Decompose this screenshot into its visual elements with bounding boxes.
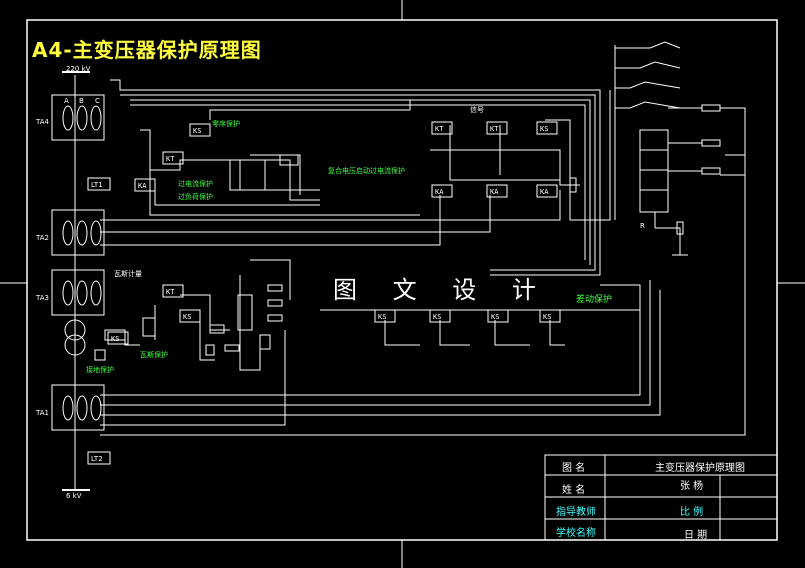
title-block-grid: [544, 454, 778, 541]
label-phase-c: C: [95, 97, 100, 105]
tb-row1-value: 主变压器保护原理图: [655, 463, 745, 474]
tb-row3-label: 指导教师: [556, 507, 596, 518]
relay-label: KS: [543, 313, 551, 321]
left-ct-column: [51, 71, 126, 491]
label-diff: 差动保护: [576, 293, 612, 305]
relay-label: KT: [166, 155, 175, 163]
label-ta1: TA1: [35, 409, 49, 417]
relay-label: KA: [540, 188, 549, 196]
diagram-labels: 220 kV 6 kV TA4 TA2 TA3 TA1 A B C LT1 LT…: [35, 65, 645, 500]
watermark: 图 文 设 计: [333, 276, 550, 304]
label-phase-b: B: [79, 97, 84, 105]
label-lt2: LT2: [91, 455, 103, 463]
page-title: A4-主变压器保护原理图: [32, 38, 262, 62]
label-zero-seq: 零序保护: [212, 119, 240, 128]
label-overload: 过负荷保护: [178, 192, 213, 201]
signal-contacts: [569, 41, 746, 256]
label-r: R: [640, 222, 645, 230]
relay-label: KS: [378, 313, 386, 321]
label-ground: 接地保护: [86, 365, 114, 374]
relay-label: KT: [490, 125, 499, 133]
relay-label: KA: [138, 182, 147, 190]
label-ta3: TA3: [35, 294, 49, 302]
relay-label: KT: [435, 125, 444, 133]
relay-boxes: [107, 121, 561, 356]
label-wave: 瓦斯计量: [114, 269, 142, 278]
relay-label: KS: [111, 335, 119, 343]
label-signal: 信号: [470, 105, 484, 114]
label-phase-a: A: [64, 97, 69, 105]
label-overcurrent: 过电流保护: [178, 179, 213, 188]
label-main-prot: 复合电压启动过电流保护: [328, 166, 405, 175]
label-ta2: TA2: [35, 234, 49, 242]
green-labels: 过电流保护 过负荷保护 瓦斯保护 接地保护 复合电压启动过电流保护 零序保护: [86, 119, 405, 374]
label-220kv: 220 kV: [66, 65, 91, 73]
label-gas: 瓦斯保护: [140, 350, 168, 359]
relay-label: KS: [433, 313, 441, 321]
relay-label: KT: [166, 288, 175, 296]
tb-row4-label: 学校名称: [556, 528, 596, 539]
relay-label: KS: [491, 313, 499, 321]
relay-label: KS: [193, 127, 201, 135]
label-lt1: LT1: [91, 181, 103, 189]
relay-label: KS: [540, 125, 548, 133]
tb-row1-label: 图 名: [562, 463, 586, 474]
tb-row4-value: 日 期: [684, 530, 708, 541]
wiring-bus: [100, 79, 746, 436]
tb-row2-value: 张 杨: [680, 481, 704, 492]
label-6kv: 6 kV: [66, 492, 82, 500]
tb-row3-value: 比 例: [680, 507, 704, 518]
relay-label: KA: [435, 188, 444, 196]
relay-labels: KS KT KA KT KT KS KA KA KA KT KS KS KS K…: [111, 125, 551, 343]
label-ta4: TA4: [35, 118, 50, 126]
tb-row2-label: 姓 名: [562, 485, 586, 496]
relay-label: KS: [183, 313, 191, 321]
relay-label: KA: [490, 188, 499, 196]
diff-label-group: 差动保护: [576, 293, 612, 305]
